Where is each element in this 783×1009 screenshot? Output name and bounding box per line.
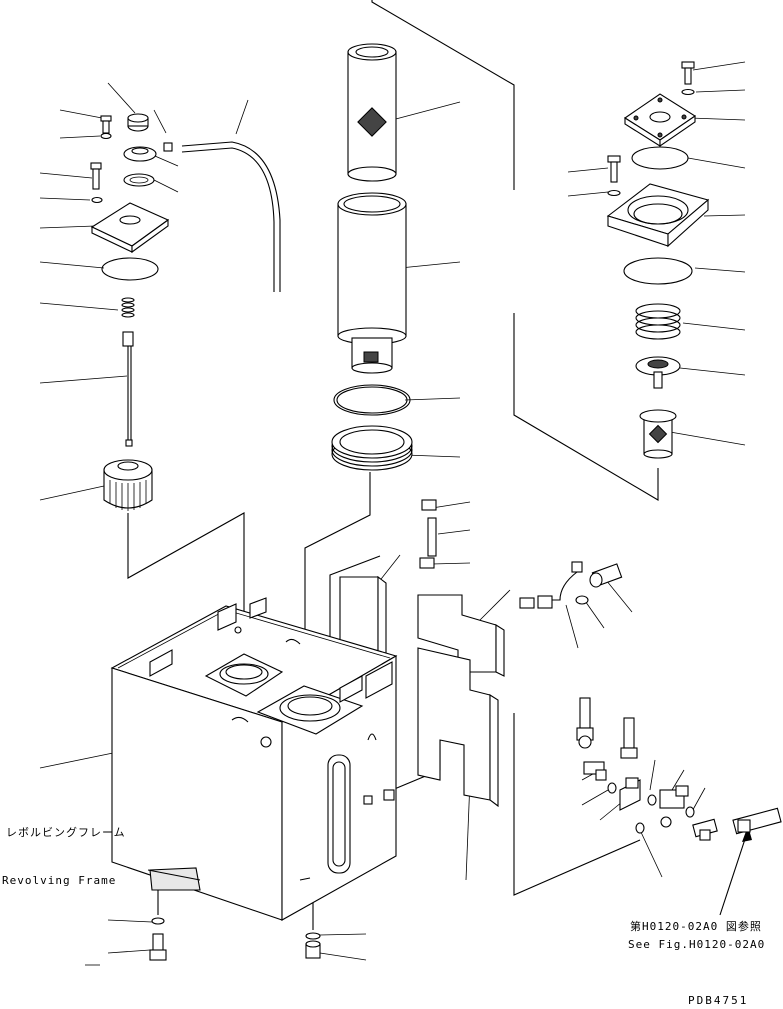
sensor-plug-part: [589, 563, 623, 588]
filter-gasket-part: [331, 425, 413, 471]
reference-figure-label-en: See Fig.H0120-02A0: [628, 938, 766, 951]
elbow-part: [583, 761, 607, 781]
filter-element-part: [347, 43, 397, 182]
plug-part: [163, 142, 173, 152]
pipe-part: [427, 517, 437, 557]
hydraulic-tank-body: [110, 597, 398, 921]
sight-gauge: [327, 754, 351, 874]
right-washer-part-2: [607, 189, 621, 197]
pad-part-3: [417, 647, 499, 808]
drain-washer-part-2: [305, 932, 321, 940]
drain-plug-part: [305, 940, 321, 959]
drain-washer-part: [151, 917, 165, 925]
drain-bolt-part: [149, 933, 167, 961]
filter-o-ring-part: [333, 384, 411, 416]
hose-fittings: [576, 697, 782, 841]
o-ring-part: [101, 257, 159, 281]
pad-part-2: [417, 594, 505, 677]
valve-part: [635, 356, 681, 389]
filter-assembly: [331, 43, 413, 471]
case-bottom-part: [639, 409, 677, 459]
elbow-fitting-part-2: [419, 557, 435, 569]
elbow-fitting-part: [421, 499, 437, 511]
tee-part: [619, 777, 641, 811]
strainer-port: [256, 685, 364, 735]
top-cover-part: [623, 93, 697, 148]
washer-part-2: [91, 196, 103, 204]
sensor-harness-part: [519, 561, 589, 609]
reference-figure-label-jp: 第H0120-02A0 図参照: [630, 920, 762, 933]
elbow-part-2: [692, 818, 718, 841]
cover-plate-part: [90, 202, 170, 254]
rod-part: [122, 331, 134, 447]
filler-port: [204, 653, 284, 697]
right-bolt-part-2: [607, 155, 621, 183]
drain-parts: [147, 867, 321, 961]
hose-part-2: [620, 717, 638, 759]
right-o-ring-part: [631, 146, 689, 170]
spring-part: [121, 297, 135, 318]
washer-part: [100, 132, 112, 140]
lifting-bracket: [217, 603, 237, 631]
strainer-part: [337, 192, 407, 374]
right-bolt-part: [681, 61, 695, 85]
reference-arrowhead: [742, 826, 752, 842]
valve-block-part: [659, 785, 689, 828]
filter-case-part: [606, 183, 710, 248]
sensor-parts: [419, 499, 623, 609]
breather-body-part: [103, 459, 153, 511]
bolt-part-2: [90, 162, 102, 190]
pad-parts: [339, 575, 505, 808]
revolving-frame-label-jp: レボルビングフレーム: [6, 826, 126, 839]
revolving-frame-label-en: Revolving Frame: [2, 874, 117, 887]
hose-part-1: [576, 697, 594, 749]
bent-tube-part: [181, 141, 281, 292]
gasket-part: [123, 173, 155, 187]
flange-ring-part: [123, 146, 157, 162]
drawing-number: PDB4751: [688, 994, 749, 1007]
right-spring-part: [635, 303, 681, 340]
hose-end-part: [732, 807, 782, 835]
bolt-part: [100, 115, 112, 134]
right-o-ring-part-2: [623, 257, 693, 285]
breather-assembly: [90, 113, 281, 511]
cap-part: [127, 113, 149, 132]
frame-hatch: [149, 867, 201, 891]
return-filter-assembly: [606, 61, 710, 459]
right-washer-part: [681, 88, 695, 96]
